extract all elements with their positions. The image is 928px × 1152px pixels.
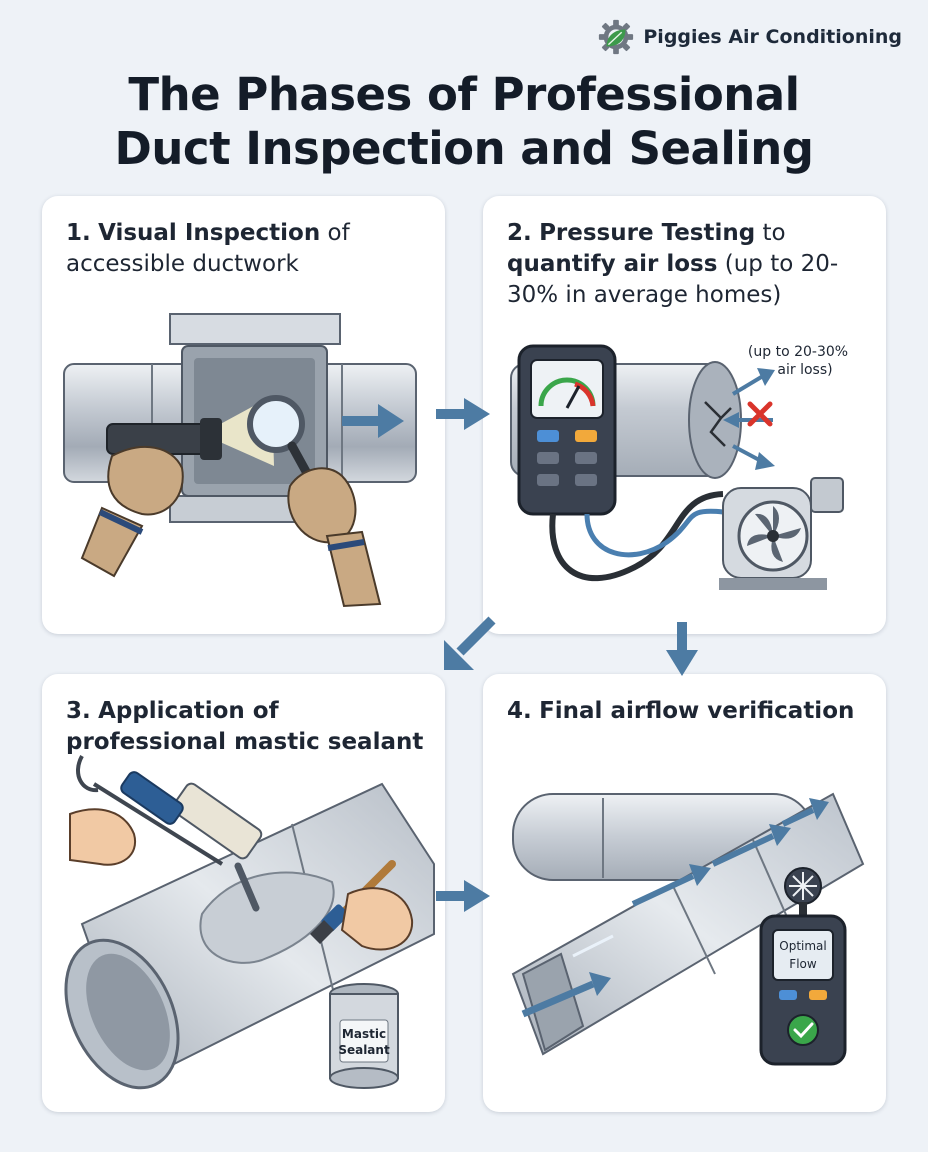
phase-1-bold: Visual Inspection [98, 220, 321, 246]
brand: Piggies Air Conditioning [597, 18, 902, 56]
title-line-1: The Phases of Professional [128, 68, 800, 121]
phase-card-3: 3. Application of professional mastic se… [42, 674, 445, 1112]
pressure-testing-illustration: (up to 20-30% air loss) [510, 344, 848, 590]
can-label-line-1: Mastic [342, 1027, 386, 1041]
phase-4-bold: Final airflow verification [539, 698, 855, 724]
phase-card-4: 4. Final airflow verification [483, 674, 886, 1112]
phase-1-rest: of accessible ductwork [66, 220, 350, 277]
phase-4-heading: 4. Final airflow verification [507, 696, 868, 727]
phase-3-number: 3. [66, 698, 91, 724]
phase-2-heading: 2. Pressure Testing to quantify air loss… [507, 218, 868, 311]
page-title: The Phases of Professional Duct Inspecti… [0, 68, 928, 176]
arrow-down-2-to-4-icon [666, 622, 698, 676]
phase-card-2: 2. Pressure Testing to quantify air loss… [483, 196, 886, 634]
phase-1-heading: 1. Visual Inspection of accessible ductw… [66, 218, 427, 280]
title-line-2: Duct Inspection and Sealing [114, 122, 814, 175]
phase-4-number: 4. [507, 698, 532, 724]
phase-2-bold-1: Pressure Testing [539, 220, 756, 246]
phase-2-number: 2. [507, 220, 532, 246]
meter-display-line-1: Optimal [779, 939, 826, 953]
air-loss-annotation-line-1: (up to 20-30% [748, 344, 848, 360]
phase-2-bold-2: quantify air loss [507, 251, 718, 277]
arrow-right-1-to-2-icon [436, 398, 490, 430]
visual-inspection-illustration [63, 313, 417, 608]
phase-3-bold: Application of professional mastic seala… [66, 698, 424, 755]
arrow-diagonal-2-to-3-icon [444, 616, 496, 670]
phase-2-mid: to [755, 220, 786, 246]
meter-display-line-2: Flow [789, 957, 817, 971]
gear-leaf-logo-icon [599, 19, 634, 55]
arrow-right-3-to-4-icon [436, 880, 490, 912]
phase-3-heading: 3. Application of professional mastic se… [66, 696, 427, 758]
brand-name: Piggies Air Conditioning [643, 26, 902, 48]
phase-2-rest: (up to 20-30% in average homes) [507, 251, 839, 308]
phase-card-1: 1. Visual Inspection of accessible ductw… [42, 196, 445, 634]
mastic-sealant-illustration: Mastic Sealant [64, 755, 435, 1090]
airflow-verification-illustration: Optimal Flow [511, 792, 865, 1066]
air-loss-annotation-line-2: air loss) [777, 362, 832, 378]
can-label-line-2: Sealant [338, 1043, 390, 1057]
phase-1-number: 1. [66, 220, 91, 246]
